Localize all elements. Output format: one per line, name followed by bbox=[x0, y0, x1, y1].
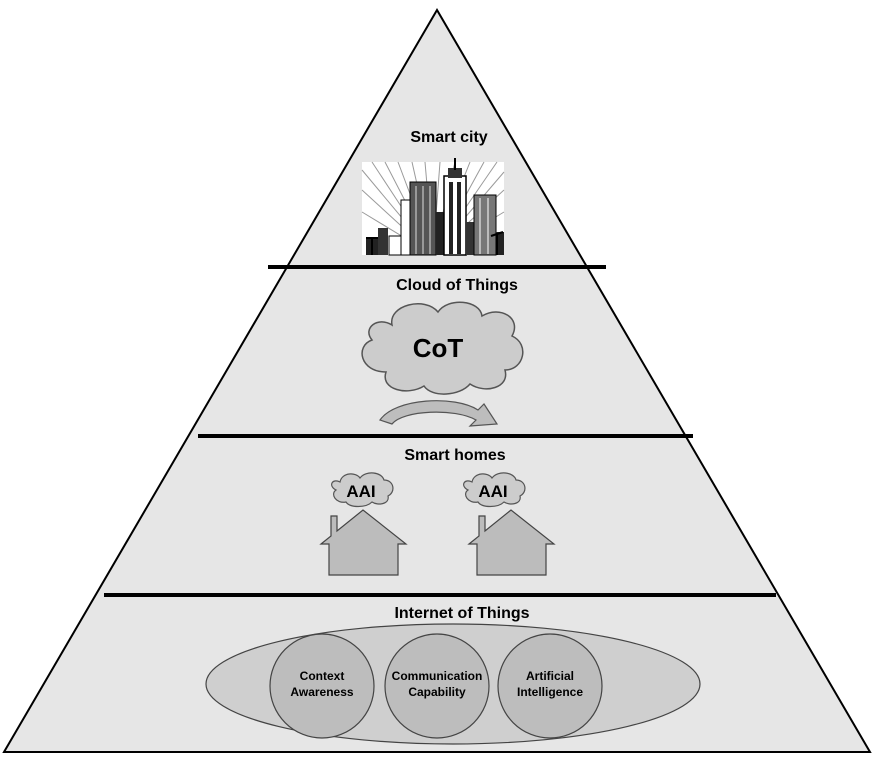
smart-city-title: Smart city bbox=[410, 129, 487, 146]
aai-cloud-left bbox=[331, 472, 394, 508]
artificial-intelligence-circle bbox=[497, 633, 603, 739]
cloud-of-things-title: Cloud of Things bbox=[396, 277, 518, 294]
curved-arrow-icon bbox=[379, 400, 499, 427]
cot-cloud-shape bbox=[361, 301, 524, 395]
circle-1-line1: Context bbox=[300, 669, 345, 683]
circle-2-line2: Capability bbox=[408, 685, 466, 699]
city-skyline-image bbox=[361, 158, 505, 256]
cot-cloud-label: CoT bbox=[413, 333, 464, 363]
circle-3-line2: Intelligence bbox=[517, 685, 583, 699]
circle-3-line1: Artificial bbox=[526, 669, 574, 683]
circle-1-line2: Awareness bbox=[290, 685, 353, 699]
aai-label-right: AAI bbox=[478, 482, 507, 501]
aai-cloud-right bbox=[463, 472, 526, 508]
iot-title: Internet of Things bbox=[394, 605, 529, 622]
aai-label-left: AAI bbox=[346, 482, 375, 501]
circle-2-line1: Communication bbox=[392, 669, 483, 683]
smart-homes-title: Smart homes bbox=[404, 447, 505, 464]
context-awareness-circle bbox=[269, 633, 375, 739]
communication-capability-circle bbox=[384, 633, 490, 739]
house-icon-left bbox=[319, 509, 408, 576]
house-icon-right bbox=[467, 509, 556, 576]
